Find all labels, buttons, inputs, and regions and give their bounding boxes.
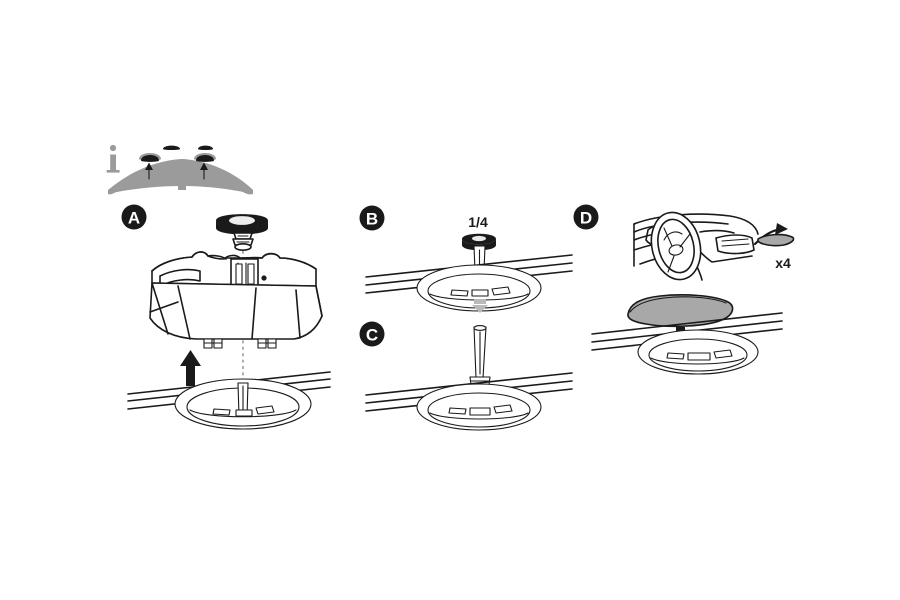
step-d-badge: D (573, 204, 599, 230)
step-a-torque-knob (216, 214, 268, 235)
step-d-car-dashboard (633, 211, 759, 281)
step-d-steering-wheel (650, 211, 702, 281)
lift-arrow-left (145, 162, 153, 180)
step-a-badge-label: A (128, 209, 140, 228)
lifting-cap-right (194, 145, 216, 180)
step-d-cover-cap-small (757, 233, 795, 247)
step-b-badge: B (359, 205, 385, 231)
lift-arrow-right (200, 162, 208, 180)
step-b-down-arrow (472, 299, 488, 313)
step-a-group: A (121, 204, 331, 430)
step-a-fixpoint (174, 378, 312, 430)
info-note-group (106, 144, 253, 195)
step-a-badge: A (121, 204, 147, 230)
step-a-up-arrow (180, 350, 201, 386)
step-a-rack-foot (149, 251, 323, 349)
step-a-hex-nut (232, 232, 254, 252)
step-d-group: D (573, 204, 795, 375)
step-b-badge-label: B (366, 210, 378, 229)
step-b-fixpoint-recess (416, 264, 542, 312)
step-c-fixpoint-recess (416, 383, 542, 431)
step-b-group: B 1/4 (359, 205, 573, 313)
step-d-quantity-label: x4 (775, 255, 791, 271)
step-c-group: C (359, 321, 573, 431)
step-c-badge-label: C (366, 326, 378, 345)
step-a-foot-pegs (203, 338, 277, 349)
roof-cross-section (108, 159, 253, 195)
info-i-glyph (106, 144, 120, 173)
step-b-quarter-turn-label: 1/4 (468, 214, 488, 230)
step-b-torque-knob (462, 233, 496, 251)
step-c-badge: C (359, 321, 385, 347)
step-d-fixpoint-recess (637, 329, 759, 375)
lifting-cap-left (139, 145, 180, 180)
step-d-badge-label: D (580, 209, 592, 228)
step-d-cover-plate (627, 294, 734, 328)
